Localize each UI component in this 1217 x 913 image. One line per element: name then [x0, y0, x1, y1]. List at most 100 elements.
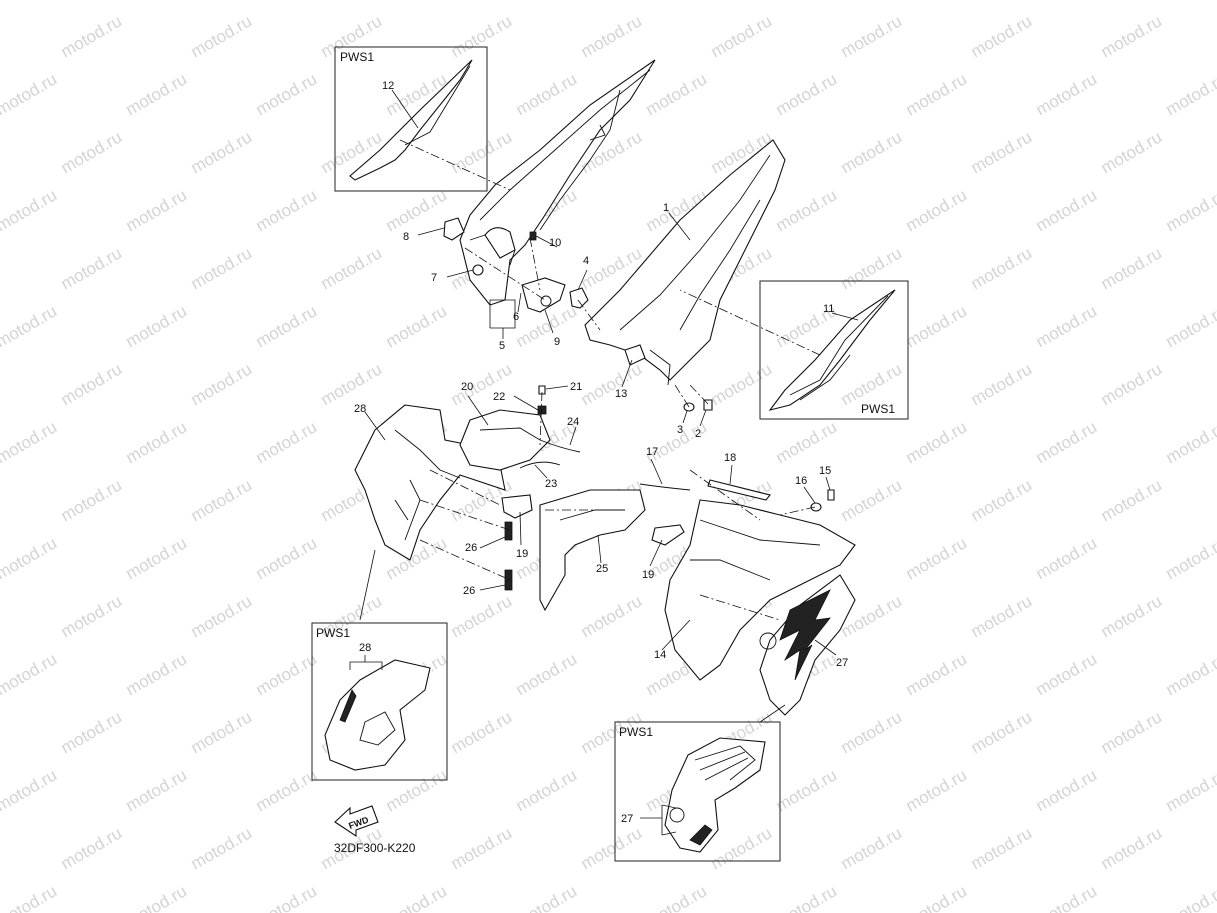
panel-part-20 — [459, 409, 551, 471]
callout-23: 23 — [545, 478, 557, 490]
assembly-lines — [399, 139, 821, 621]
watermark-text: motod.ru — [513, 301, 581, 351]
watermark-text: motod.ru — [123, 0, 191, 3]
watermark-text: motod.ru — [123, 765, 191, 815]
callout-7: 7 — [431, 272, 437, 284]
callout-17: 17 — [646, 446, 658, 458]
watermark-text: motod.ru — [513, 0, 581, 3]
screw-part-2 — [703, 399, 713, 411]
callout-5: 5 — [499, 340, 505, 352]
watermark-text: motod.ru — [253, 649, 321, 699]
watermark-text: motod.ru — [1098, 475, 1166, 525]
watermark-text: motod.ru — [578, 591, 646, 641]
watermark-text: motod.ru — [188, 359, 256, 409]
watermark-text: motod.ru — [188, 591, 256, 641]
callout-13: 13 — [615, 388, 627, 400]
watermark-text: motod.ru — [58, 823, 126, 873]
watermark-text: motod.ru — [253, 185, 321, 235]
inset-pws1-part-27: PWS1 — [614, 721, 781, 862]
watermark-text: motod.ru — [0, 301, 60, 351]
watermark-text: motod.ru — [1163, 69, 1217, 119]
watermark-text: motod.ru — [58, 127, 126, 177]
watermark-text: motod.ru — [1163, 765, 1217, 815]
inset-pws1-part-11: PWS1 — [759, 280, 909, 420]
watermark-text: motod.ru — [123, 881, 191, 913]
watermark-text: motod.ru — [1098, 11, 1166, 61]
callout-18: 18 — [724, 452, 736, 464]
watermark-text: motod.ru — [1163, 417, 1217, 467]
watermark-text: motod.ru — [1033, 881, 1101, 913]
watermark-text: motod.ru — [318, 359, 386, 409]
callout-21: 21 — [570, 381, 582, 393]
watermark-text: motod.ru — [448, 591, 516, 641]
watermark-text: motod.ru — [1163, 881, 1217, 913]
callout-28: 28 — [354, 403, 366, 415]
watermark-text: motod.ru — [838, 243, 906, 293]
watermark-text: motod.ru — [448, 707, 516, 757]
watermark-text: motod.ru — [188, 127, 256, 177]
watermark-text: motod.ru — [1033, 185, 1101, 235]
watermark-text: motod.ru — [1163, 185, 1217, 235]
watermark-text: motod.ru — [968, 707, 1036, 757]
watermark-text: motod.ru — [643, 0, 711, 3]
watermark-text: motod.ru — [1033, 533, 1101, 583]
watermark-text: motod.ru — [123, 69, 191, 119]
lower-cowl-part-14 — [664, 499, 856, 681]
watermark-text: motod.ru — [838, 11, 906, 61]
callout-8: 8 — [403, 231, 409, 243]
watermark-text: motod.ru — [513, 881, 581, 913]
strip-part-18 — [707, 479, 771, 501]
callout-24: 24 — [567, 416, 579, 428]
watermark-text: motod.ru — [188, 707, 256, 757]
strip-part-17 — [639, 483, 691, 491]
watermark-text: motod.ru — [968, 475, 1036, 525]
watermark-text: motod.ru — [0, 533, 60, 583]
watermark-text: motod.ru — [1098, 359, 1166, 409]
watermark-text: motod.ru — [1163, 0, 1217, 3]
watermark-text: motod.ru — [188, 243, 256, 293]
watermark-text: motod.ru — [383, 0, 451, 3]
watermark-text: motod.ru — [513, 649, 581, 699]
watermark-text: motod.ru — [253, 881, 321, 913]
tape-part-24 — [539, 439, 581, 453]
clip-part-4 — [569, 287, 589, 309]
watermark-text: motod.ru — [1098, 707, 1166, 757]
watermark-text: motod.ru — [383, 301, 451, 351]
watermark-text: motod.ru — [968, 823, 1036, 873]
callouts: 12 1 11 8 7 10 4 6 5 9 13 3 2 20 21 22 2… — [354, 80, 848, 825]
screw-part-10 — [529, 231, 537, 241]
watermark-text: motod.ru — [578, 823, 646, 873]
callout-26-upper: 26 — [465, 542, 477, 554]
fwd-arrow-icon: FWD — [334, 805, 379, 838]
watermark-text: motod.ru — [1033, 69, 1101, 119]
damper-part-26-upper — [504, 521, 513, 541]
watermark-text: motod.ru — [773, 0, 841, 3]
callout-28-inset: 28 — [359, 642, 371, 654]
watermark-text: motod.ru — [643, 881, 711, 913]
callout-26-lower: 26 — [463, 585, 475, 597]
callout-2: 2 — [695, 428, 701, 440]
clip-part-8 — [443, 217, 465, 241]
inset-label: PWS1 — [316, 626, 350, 640]
watermark-text: motod.ru — [0, 417, 60, 467]
screw-part-21 — [538, 385, 546, 395]
watermark-text: motod.ru — [968, 11, 1036, 61]
callout-11: 11 — [823, 303, 834, 315]
inset-label: PWS1 — [861, 402, 895, 416]
watermark-text: motod.ru — [838, 823, 906, 873]
callout-19-right: 19 — [642, 569, 654, 581]
watermark-text: motod.ru — [903, 765, 971, 815]
watermark-text: motod.ru — [383, 881, 451, 913]
watermark-text: motod.ru — [1033, 0, 1101, 3]
watermark-text: motod.ru — [1033, 649, 1101, 699]
watermark-text: motod.ru — [838, 707, 906, 757]
watermark-text: motod.ru — [0, 765, 60, 815]
graphic-part-27 — [759, 574, 856, 716]
callout-27-inset: 27 — [621, 813, 633, 825]
front-cowl-part-28 — [354, 404, 506, 561]
callout-25: 25 — [596, 563, 608, 575]
watermark-text: motod.ru — [903, 0, 971, 3]
callout-10: 10 — [549, 237, 561, 249]
watermark-text: motod.ru — [58, 243, 126, 293]
